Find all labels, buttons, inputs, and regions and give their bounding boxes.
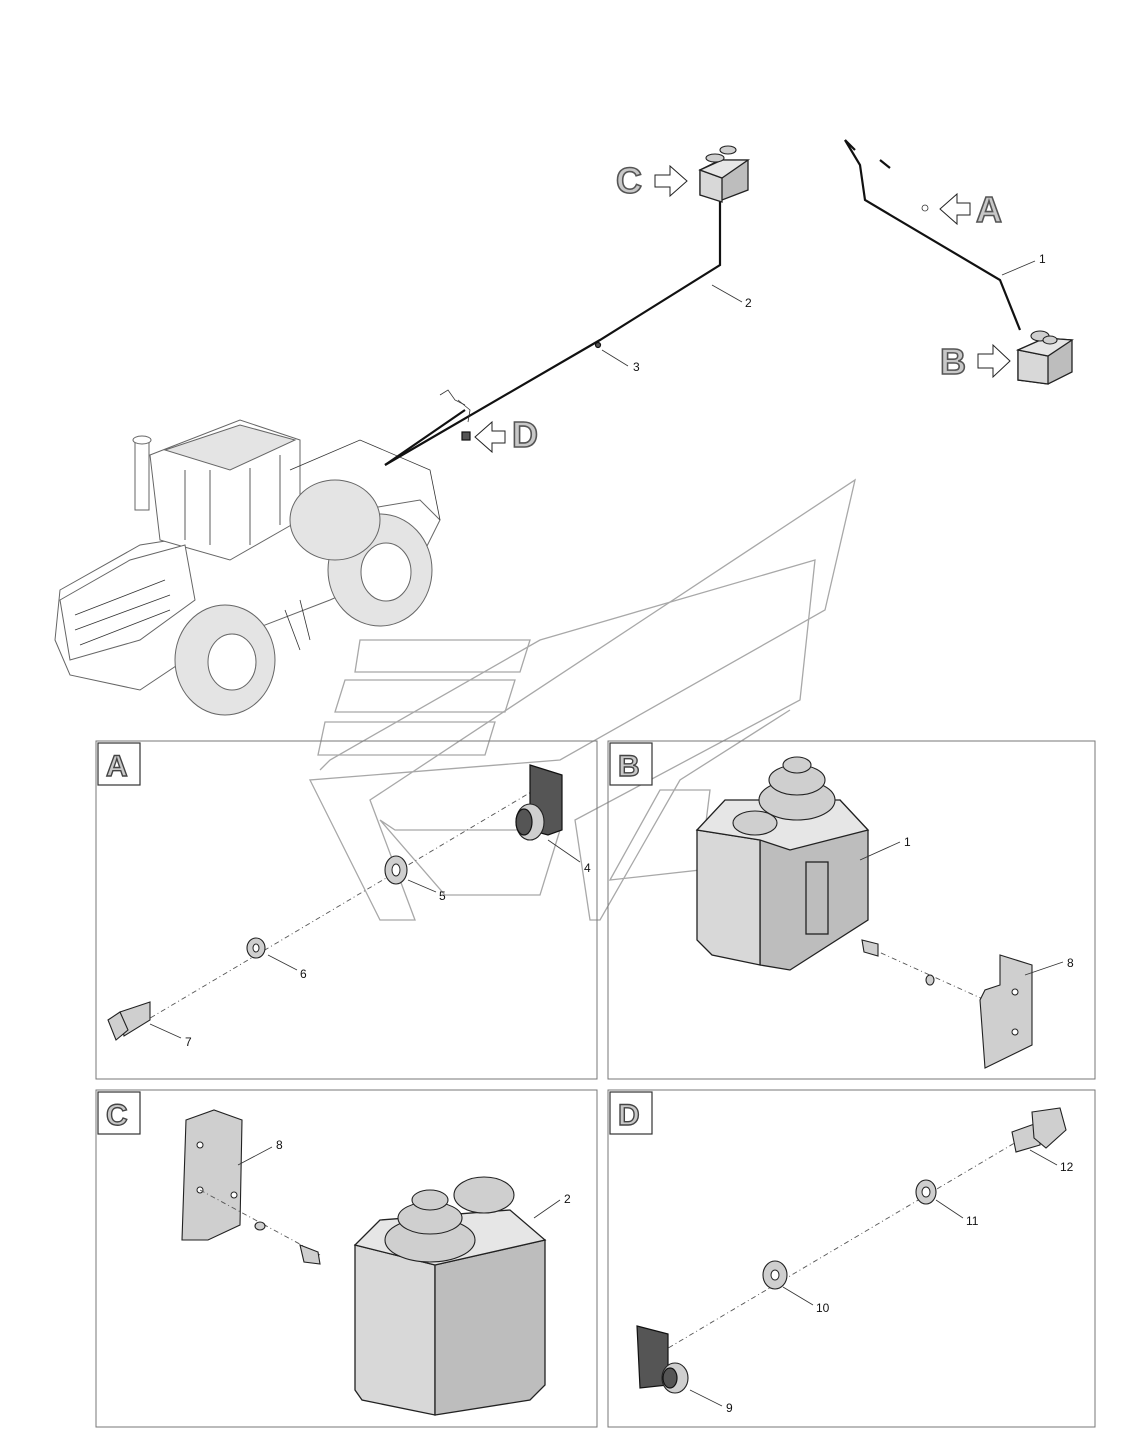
part-number-6: 6 bbox=[300, 967, 307, 981]
part-number-12: 12 bbox=[1060, 1160, 1074, 1174]
callout-arrow-c bbox=[654, 164, 688, 198]
callout-arrow-d bbox=[474, 420, 506, 454]
part-number-7: 7 bbox=[185, 1035, 192, 1049]
callout-label-b: B bbox=[940, 341, 966, 382]
tube-routing bbox=[384, 139, 1022, 466]
part-number-2-panel-c: 2 bbox=[564, 1192, 571, 1206]
panel-label-a: A bbox=[106, 750, 128, 783]
part-number-8-panel-b: 8 bbox=[1067, 956, 1074, 970]
panel-label-b: B bbox=[618, 750, 640, 783]
panel-a-parts bbox=[107, 764, 563, 1041]
callout-arrow-a bbox=[939, 192, 971, 226]
callout-label-a: A bbox=[976, 189, 1002, 230]
part-number-9: 9 bbox=[726, 1401, 733, 1415]
part-number-10: 10 bbox=[816, 1301, 830, 1315]
part-number-4: 4 bbox=[584, 861, 591, 875]
tractor-illustration bbox=[54, 419, 441, 716]
callout-label-d: D bbox=[512, 414, 538, 455]
panel-label-c: C bbox=[106, 1099, 128, 1132]
part-number-1-overview: 1 bbox=[1039, 252, 1046, 266]
callout-label-c: C bbox=[616, 160, 642, 201]
detail-panel-d bbox=[607, 1089, 1096, 1428]
panel-c-reservoir bbox=[353, 1176, 547, 1416]
part-number-2-overview: 2 bbox=[745, 296, 752, 310]
detail-panel-b bbox=[607, 740, 1096, 1080]
detail-panel-a bbox=[95, 740, 598, 1080]
callout-arrow-b bbox=[977, 343, 1011, 379]
part-number-11: 11 bbox=[966, 1214, 979, 1228]
part-number-5: 5 bbox=[439, 889, 446, 903]
panel-d-parts bbox=[636, 1107, 1067, 1394]
panel-label-d: D bbox=[618, 1099, 640, 1132]
watermark-logo bbox=[308, 478, 856, 921]
detail-panel-c bbox=[95, 1089, 598, 1428]
part-number-1-panel-b: 1 bbox=[904, 835, 911, 849]
part-number-8-panel-c: 8 bbox=[276, 1138, 283, 1152]
panel-c-bracket bbox=[181, 1109, 321, 1265]
panel-b-reservoir bbox=[695, 756, 870, 971]
reservoir-c-overview bbox=[698, 145, 751, 203]
reservoir-b-overview bbox=[1015, 330, 1074, 385]
part-number-3-overview: 3 bbox=[633, 360, 640, 374]
panel-b-bracket bbox=[861, 939, 1033, 1069]
